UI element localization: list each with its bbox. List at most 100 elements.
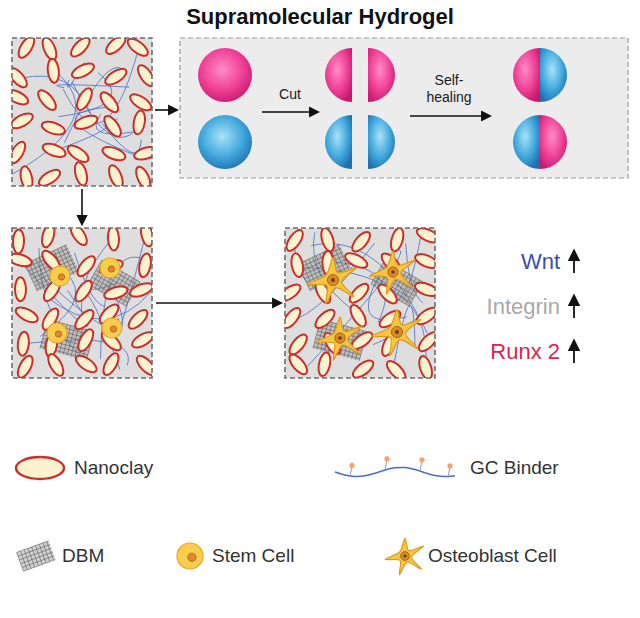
pink-hydrogel-half: [368, 48, 395, 102]
nanoclay-particle: [68, 38, 93, 60]
nanoclay-particle: [12, 251, 33, 268]
nanoclay-particle: [107, 228, 119, 251]
binder-pin-head: [384, 456, 389, 461]
nanoclay-particle: [73, 113, 99, 131]
pathway-label: Integrin: [487, 294, 560, 320]
dbm-mesh: [88, 260, 140, 306]
nanoclay-particle: [132, 110, 147, 136]
nanoclay-particle: [12, 65, 30, 90]
diagram-title: Supramolecular Hydrogel: [0, 4, 640, 30]
nanoclay-particle: [103, 284, 129, 301]
up-arrow: [573, 251, 575, 273]
nanoclay-particle: [349, 229, 373, 254]
osteoblast-cell: [372, 310, 421, 356]
hydrogel-box: [285, 228, 435, 378]
legend-icons: [16, 456, 455, 574]
nanoclay-particle: [133, 165, 152, 186]
nanoclay-particle: [40, 38, 59, 62]
nanoclay-particle: [13, 229, 25, 253]
nanoclay-particle: [413, 280, 435, 299]
gc-binder-chain: [63, 46, 139, 123]
up-arrow: [573, 341, 575, 363]
hydrogel-network: [12, 38, 152, 186]
healing-arrow: [410, 115, 490, 117]
nanoclay-particle: [350, 357, 376, 378]
nanoclay-particle: [285, 228, 306, 253]
binder-pin-head: [419, 457, 424, 462]
nanoclay-particle: [290, 252, 305, 278]
nanoclay-particle: [12, 87, 30, 108]
dashed-border: [12, 228, 152, 378]
pathway-label: Wnt: [521, 249, 560, 275]
hydrogel-box: [12, 228, 152, 378]
flow-arrow: [81, 189, 83, 224]
hydrogel-box: [12, 38, 152, 186]
osteoblast-cell: [385, 538, 424, 574]
nanoclay-particle: [12, 139, 28, 165]
flow-arrow: [156, 302, 281, 304]
nanoclay-particle: [36, 167, 62, 186]
dashed-border: [12, 38, 152, 186]
nanoclay-particle: [130, 329, 152, 351]
nanoclay-particle: [47, 58, 61, 83]
nanoclay-particle: [101, 113, 124, 139]
nanoclay-particle: [40, 119, 66, 137]
legend-label: Osteoblast Cell: [428, 545, 557, 568]
legend-label: Nanoclay: [74, 457, 153, 480]
nanoclay-particle: [134, 353, 152, 378]
gc-binder-icon: [335, 467, 455, 476]
nanoclay-particle: [135, 63, 152, 89]
nanoclay-particle: [97, 90, 121, 115]
nanoclay-particle: [384, 358, 409, 378]
dashed-border: [285, 228, 435, 378]
binder-pin-head: [349, 463, 354, 468]
nanoclay-particle: [347, 303, 369, 329]
nanoclay-particle: [317, 351, 333, 377]
blue-hydrogel-half: [368, 115, 395, 169]
nanoclay-particle: [285, 281, 303, 304]
nanoclay-particle: [45, 352, 66, 378]
blue-hydrogel-half: [325, 115, 352, 169]
nanoclay-particle: [415, 228, 435, 245]
nanoclay-particle: [72, 307, 96, 332]
nanoclay-particle: [74, 253, 98, 279]
legend-label: DBM: [62, 545, 104, 568]
stem-cell: [100, 258, 120, 278]
nanoclay-particle: [15, 354, 36, 378]
nanoclay-particle: [414, 305, 435, 328]
nanoclay-particle: [128, 280, 152, 299]
gc-binder-chain: [292, 243, 375, 320]
nanoclay-particle: [285, 305, 303, 331]
blue-hydrogel: [198, 115, 252, 169]
blue-hydrogel-half: [540, 48, 567, 102]
pink-hydrogel-half: [325, 48, 352, 102]
hydrogel-network: [12, 228, 152, 378]
pathway-label: Runx 2: [490, 339, 560, 365]
nanoclay-particle: [106, 163, 125, 186]
binder-pin-head: [447, 463, 452, 468]
pink-hydrogel-half: [513, 48, 540, 102]
nanoclay-particle: [312, 307, 337, 331]
nanoclay-particle: [15, 277, 26, 301]
nanoclay-particle: [73, 353, 99, 376]
osteoblast-cell: [317, 317, 363, 360]
nanoclay-particle: [100, 351, 121, 377]
nanoclay-particle: [417, 355, 435, 378]
stem-cell: [177, 543, 203, 569]
nanoclay-particle: [35, 87, 59, 112]
photo-panel: [180, 38, 628, 178]
nanoclay-particle: [67, 228, 90, 248]
nanoclay-particle: [75, 327, 96, 353]
hydrogel-network: [285, 228, 435, 378]
nanoclay-particle: [73, 161, 90, 186]
nanoclay-particle: [17, 331, 30, 356]
cut-arrow: [262, 111, 318, 113]
stem-cell: [50, 266, 70, 286]
legend-label: Stem Cell: [212, 545, 294, 568]
nanoclay-particle: [74, 86, 95, 112]
nanoclay-particle: [15, 38, 37, 60]
pink-hydrogel-half: [540, 115, 567, 169]
pink-hydrogel: [198, 48, 252, 102]
stem-cell: [47, 323, 67, 343]
nanoclay-particle: [14, 305, 40, 326]
